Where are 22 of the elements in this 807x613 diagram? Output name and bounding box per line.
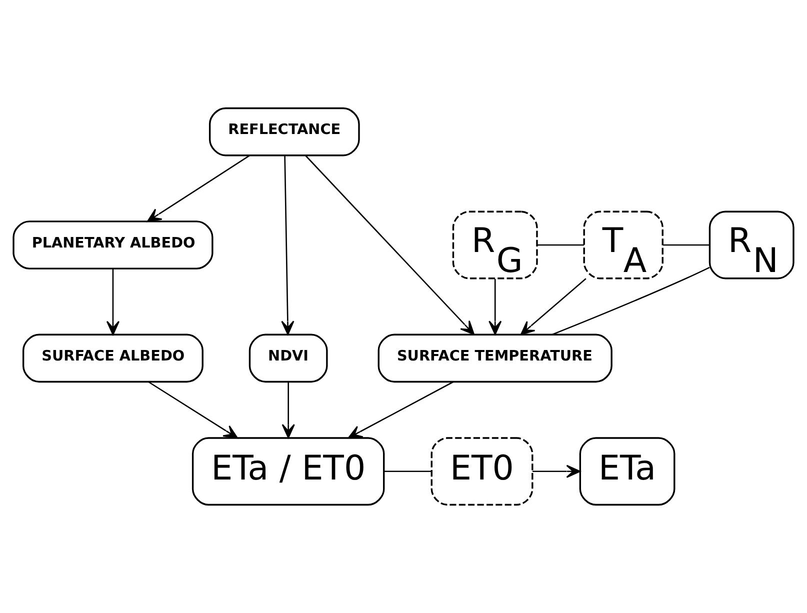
arrow xyxy=(148,381,238,439)
node-box: PLANETARY ALBEDO xyxy=(12,220,214,270)
connector xyxy=(384,470,432,472)
arrow xyxy=(146,154,250,222)
node-box: ETa / ET0 xyxy=(192,437,385,506)
arrow xyxy=(282,382,295,438)
arrow xyxy=(304,154,475,336)
arrow xyxy=(106,268,120,336)
node-box: SURFACE TEMPERATURE xyxy=(378,334,612,383)
connector xyxy=(662,244,710,246)
arrow xyxy=(520,278,586,336)
node-box: REFLECTANCE xyxy=(208,107,360,156)
node-box: ETa xyxy=(579,437,676,506)
node-box: NDVI xyxy=(248,334,328,383)
connector xyxy=(537,244,584,246)
node-box: SURFACE ALBEDO xyxy=(22,334,204,383)
arrow xyxy=(348,381,454,439)
node-box: ET0 xyxy=(430,437,534,506)
arrow xyxy=(532,464,581,478)
connector xyxy=(552,266,710,336)
arrow xyxy=(281,155,294,336)
arrow xyxy=(488,278,502,335)
